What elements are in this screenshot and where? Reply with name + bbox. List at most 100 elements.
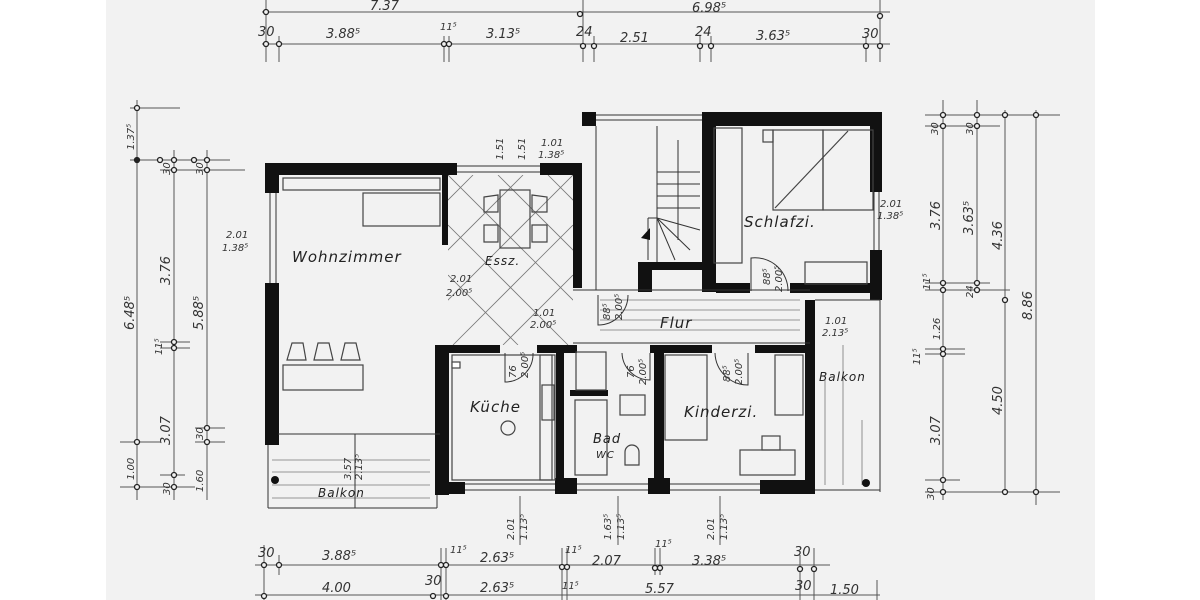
dim-bottom-r1-4: 11⁵ (565, 545, 582, 556)
dim-top-2: 11⁵ (440, 22, 457, 33)
dim-left-inner-0: 30 (195, 162, 206, 175)
dim-left-middle-0: 30 (162, 162, 173, 175)
dim-right-col1-6: 30 (926, 487, 937, 500)
dim-right-col1-5: 3.07 (929, 415, 944, 445)
dim-right-col3-1: 4.50 (991, 386, 1006, 415)
dim-schlaf-window-w: 2.01 (880, 199, 902, 210)
outlines (267, 114, 881, 509)
dim-bad-door-h: 2.00⁵ (638, 359, 649, 385)
dim-right-col1-3: 1.26 (932, 318, 943, 340)
dim-ess-window-h: 1.38⁵ (538, 150, 564, 161)
dim-bottom-r2-1: 30 (425, 574, 442, 589)
dim-bottom-r1-2: 11⁵ (450, 545, 467, 556)
dim-bottom-r1-8: 30 (794, 545, 811, 560)
dim-left-inner-1: 5.88⁵ (192, 296, 207, 330)
staircase (641, 126, 701, 262)
dim-wohn-ess-w: 2.01 (450, 274, 472, 285)
dim-right-col2-2: 24 (965, 285, 976, 298)
dim-bottom-r1-7: 3.38⁵ (692, 554, 726, 569)
dim-left-middle-3: 3.07 (159, 415, 174, 445)
dim-left-middle-2: 11⁵ (154, 338, 165, 355)
room-label-schlafzimmer: Schlafzi. (744, 213, 816, 231)
dim-top-4: 24 (576, 25, 593, 40)
dim-left-inner-2: 30 (195, 427, 206, 440)
dim-kinder-door-h: 2.00⁵ (734, 359, 745, 385)
dim-top-8: 30 (862, 27, 879, 42)
dim-flur-door-w: 88⁵ (602, 303, 613, 320)
dim-right-col2-1: 3.63⁵ (962, 201, 977, 235)
dim-right-col1-4: 11⁵ (912, 348, 923, 365)
room-label-balkon-right: Balkon (819, 370, 866, 384)
dim-flur-balkon-w: 1.01 (825, 316, 847, 327)
dim-left-outer-0: 1.37⁵ (126, 124, 137, 150)
dim-balkon-left-h: 2.13⁵ (354, 454, 365, 480)
room-label-wc: WC (596, 450, 615, 461)
dim-left-middle-4: 30 (162, 482, 173, 495)
dim-right-col4-0: 8.86 (1021, 291, 1036, 320)
room-label-kueche: Küche (470, 398, 521, 416)
room-label-balkon-left: Balkon (318, 486, 365, 500)
dim-kinder-window-w: 2.01 (706, 518, 717, 540)
door-swings (504, 257, 789, 386)
dim-bottom-r1-1: 3.88⁵ (322, 549, 356, 564)
dim-bottom-r1-6: 11⁵ (655, 539, 672, 550)
dim-right-col1-0: 30 (930, 122, 941, 135)
dim-bottom-r2-4: 5.57 (645, 582, 675, 597)
dim-ess-top-a: 1.51 (495, 138, 506, 160)
dim-wohn-ess-h: 2.00⁵ (446, 288, 472, 299)
dim-bottom-r2-3: 11⁵ (562, 581, 579, 592)
dim-left-middle-1: 3.76 (159, 256, 174, 285)
dim-kueche-door-w: 76 (508, 365, 519, 378)
opening-dimensions: 2.01 1.38⁵ 1.51 1.51 1.01 1.38⁵ 2.01 2.0… (222, 138, 903, 545)
left-dimension-chain (120, 100, 245, 500)
dim-bottom-r1-3: 2.63⁵ (480, 551, 514, 566)
dim-right-col1-2: 11⁵ (922, 273, 933, 290)
dim-top-7: 3.63⁵ (756, 29, 790, 44)
dim-left-inner-3: 1.60 (195, 470, 206, 492)
dim-kinder-window-h: 1.13⁵ (719, 514, 730, 540)
dim-bottom-r2-2: 2.63⁵ (480, 581, 514, 596)
dim-bottom-r2-6: 1.50 (830, 583, 859, 598)
dim-flur-door-h: 2.00⁵ (614, 294, 625, 320)
dim-right-col1-1: 3.76 (929, 201, 944, 230)
dim-flur-balkon-h: 2.13⁵ (822, 328, 848, 339)
dim-kueche-door-h: 2.00⁵ (520, 352, 531, 378)
walls (265, 112, 882, 495)
dim-bottom-r2-5: 30 (795, 579, 812, 594)
room-label-flur: Flur (660, 314, 692, 332)
dim-ess-window-w: 1.01 (541, 138, 563, 149)
dim-wohn-window-h: 1.38⁵ (222, 243, 248, 254)
bottom-dimension-labels: 30 3.88⁵ 11⁵ 2.63⁵ 11⁵ 2.07 11⁵ 3.38⁵ 30… (258, 539, 859, 598)
top-dimension-chain (262, 0, 890, 62)
room-label-wohnzimmer: Wohnzimmer (292, 248, 402, 266)
dim-right-col2-0: 30 (965, 122, 976, 135)
dim-top-6: 24 (695, 25, 712, 40)
room-label-essen: Essz. (485, 254, 520, 268)
dim-top-1: 3.88⁵ (326, 27, 360, 42)
left-dimension-labels: 1.37⁵ 6.48⁵ 1.00 30 3.76 11⁵ 3.07 30 30 … (123, 124, 207, 495)
dim-schlaf-door-w: 88⁵ (762, 268, 773, 285)
dim-bottom-r1-5: 2.07 (592, 554, 622, 569)
balkon-left-hatch (271, 434, 430, 508)
dim-wohn-window-w: 2.01 (226, 230, 248, 241)
dim-top-0: 30 (258, 25, 275, 40)
balkon-right-drain (862, 479, 870, 487)
dim-top-overall-left: 7.37 (370, 0, 400, 14)
furniture (282, 127, 874, 485)
room-label-bad: Bad (593, 432, 621, 447)
dim-kinder-door-w: 88⁵ (722, 365, 733, 382)
dining-tile-pattern (448, 175, 573, 345)
dim-left-outer-2: 1.00 (126, 458, 137, 480)
dim-schlaf-window-h: 1.38⁵ (877, 211, 903, 222)
dim-top-5: 2.51 (620, 31, 649, 46)
dim-schlaf-door-h: 2.00⁵ (774, 266, 785, 292)
dim-balkon-left-w: 3.57 (343, 457, 354, 480)
dim-bad-door-w: 76 (626, 365, 637, 378)
bottom-dimension-chain (255, 545, 880, 600)
dim-top-3: 3.13⁵ (486, 27, 520, 42)
dim-bad-window-w: 1.63⁵ (603, 514, 614, 540)
dim-kueche-window-h: 1.13⁵ (519, 514, 530, 540)
dim-ess-flur-h: 2.00⁵ (530, 320, 556, 331)
dim-ess-top-b: 1.51 (517, 138, 528, 160)
